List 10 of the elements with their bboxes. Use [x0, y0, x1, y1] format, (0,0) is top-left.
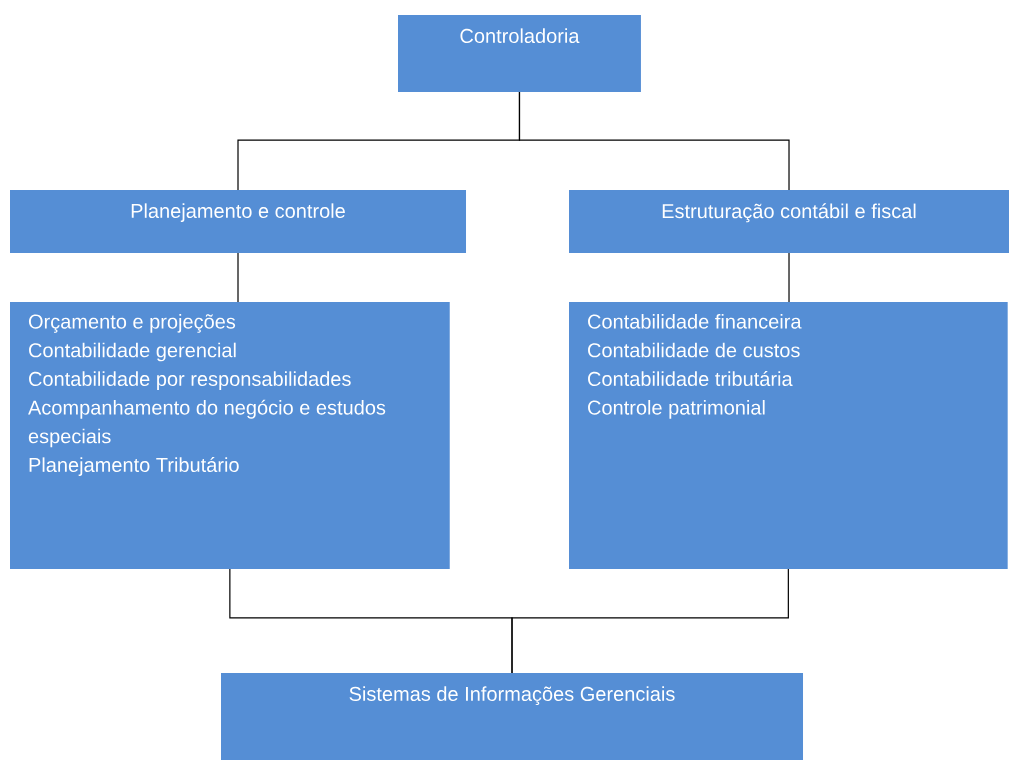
connector-line: [518, 91, 790, 191]
connector-line: [511, 568, 789, 674]
process-box: Sistemas de Informações Gerenciais: [221, 673, 803, 760]
process-box: Planejamento e controle: [10, 190, 466, 253]
connector-line: [788, 252, 790, 303]
process-box: Controladoria: [398, 15, 641, 93]
process-box: Estruturação contábil e fiscal: [569, 190, 1009, 253]
connector-line: [237, 252, 239, 303]
list-box: Contabilidade financeira Contabilidade de custos Contabilidade tributária Controle patrimonial: [569, 302, 1008, 569]
list-box: Orçamento e projeções Contabilidade gerencial Contabilidade por responsabilidades Acompanhamento do negócio e estudos especiais Planejamento Tributário: [10, 302, 450, 569]
